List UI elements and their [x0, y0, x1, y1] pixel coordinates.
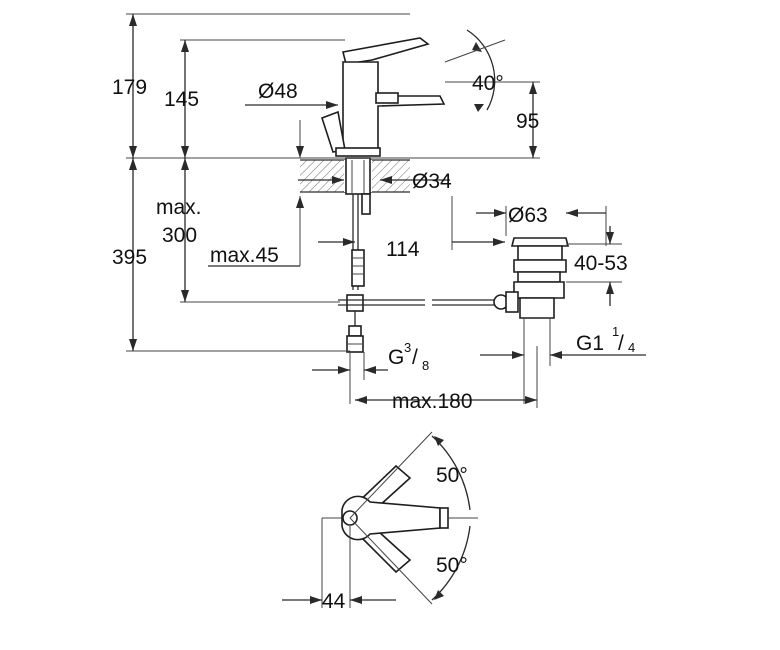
dim-179: 179 [112, 76, 147, 99]
supply-hoses [346, 193, 371, 353]
dim-145: 145 [164, 88, 199, 111]
dim-diameter-63: Ø63 [508, 204, 548, 227]
dim-angle-50-top: 50° [436, 464, 468, 487]
dim-thread-g1-1-4: G1 1 / 4 [576, 324, 635, 355]
dim-max-45: max.45 [210, 244, 279, 267]
faucet-side-view [321, 37, 446, 157]
dim-thread-g-3-8: G 3 / 8 [388, 340, 429, 373]
countertop-section [300, 157, 410, 195]
svg-text:G1: G1 [576, 332, 604, 355]
dim-max-label: max. [156, 196, 202, 219]
dim-diameter-34: Ø34 [412, 170, 452, 193]
dim-300: 300 [162, 224, 197, 247]
dimension-labels: 179 145 Ø48 40° 95 Ø34 max. 300 395 max.… [112, 72, 635, 613]
svg-text:/: / [412, 346, 418, 369]
svg-text:8: 8 [422, 358, 429, 373]
svg-text:3: 3 [404, 340, 411, 355]
dim-395: 395 [112, 246, 147, 269]
svg-text:/: / [618, 332, 624, 355]
dim-95: 95 [516, 110, 539, 133]
waste-drain [505, 237, 570, 346]
faucet-top-view [282, 431, 478, 608]
svg-text:1: 1 [612, 324, 619, 339]
svg-text:4: 4 [628, 340, 635, 355]
dim-max-180: max.180 [392, 390, 473, 413]
dim-angle-40: 40° [472, 72, 504, 95]
dim-angle-50-bottom: 50° [436, 554, 468, 577]
dim-40-53: 40-53 [574, 252, 628, 275]
svg-text:G: G [388, 346, 404, 369]
dim-diameter-48: Ø48 [258, 80, 298, 103]
dimension-lines [126, 13, 646, 408]
dim-44: 44 [322, 590, 346, 613]
dim-114: 114 [386, 238, 420, 261]
